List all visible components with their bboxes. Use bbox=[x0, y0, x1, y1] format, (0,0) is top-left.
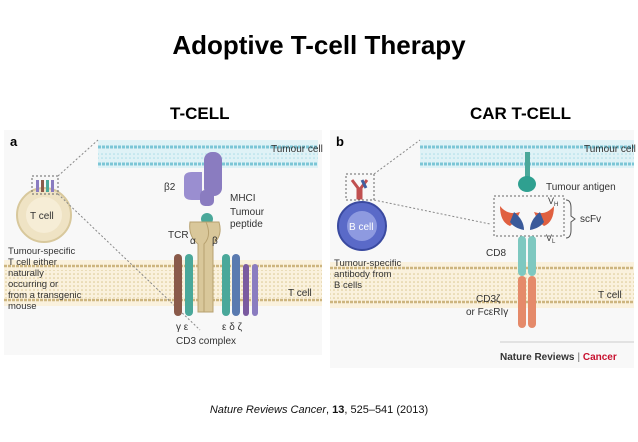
citation-volume: 13 bbox=[332, 404, 345, 416]
cd3z-label: CD3ζ bbox=[476, 294, 501, 305]
tcr-icon bbox=[189, 221, 221, 313]
vl-label: VL bbox=[546, 233, 556, 245]
desc-b-line-1: Tumour-specific bbox=[334, 258, 401, 269]
desc-a-line-1: Tumour-specific bbox=[8, 246, 75, 257]
panel-a-letter: a bbox=[10, 134, 18, 149]
panel-a: a Tumour cell T cell T cell bbox=[4, 130, 323, 355]
tcell-circle-a bbox=[16, 187, 72, 243]
scfv-label: scFv bbox=[580, 214, 601, 225]
beta-label: β bbox=[212, 236, 218, 247]
gamma-epsilon-label: γ ε bbox=[176, 322, 189, 333]
fceri-label: or FcεRIγ bbox=[466, 307, 508, 318]
desc-a-line-2: T cell either bbox=[8, 257, 57, 268]
panel-b-description: Tumour-specific antibody from B cells bbox=[334, 258, 401, 291]
alpha-label: α bbox=[190, 236, 196, 247]
desc-a-line-6: mouse bbox=[8, 301, 37, 312]
tumour-cell-label-a: Tumour cell bbox=[271, 144, 323, 155]
citation: Nature Reviews Cancer, 13, 525–541 (2013… bbox=[0, 404, 638, 416]
scfv-brace bbox=[565, 199, 576, 239]
zoom-line-b1 bbox=[373, 139, 421, 175]
tumour-peptide-label-1: Tumour bbox=[230, 207, 265, 218]
antibody-icon bbox=[345, 173, 375, 201]
bcell-label: B cell bbox=[349, 222, 373, 233]
tcell-membrane-label-a: T cell bbox=[288, 288, 312, 299]
mhci-icon bbox=[184, 152, 222, 206]
zoom-line-a1 bbox=[57, 139, 99, 177]
heading-car-t-cell: CAR T-CELL bbox=[470, 104, 572, 123]
bcell-circle bbox=[337, 201, 387, 251]
tcell-circle-label: T cell bbox=[30, 211, 54, 222]
cd3-zeta-chain bbox=[518, 276, 536, 328]
tcell-membrane-b bbox=[330, 262, 634, 308]
tumour-antigen-icon bbox=[518, 152, 536, 192]
epsilon-delta-zeta-label: ε δ ζ bbox=[222, 322, 243, 333]
tumour-antigen-label: Tumour antigen bbox=[546, 182, 616, 193]
mhci-label: MHCI bbox=[230, 193, 256, 204]
small-receptor-icon-a bbox=[31, 175, 59, 195]
panel-b: b Tumour cell T cell B cell bbox=[330, 130, 636, 368]
nature-credit: Nature Reviews | Cancer bbox=[500, 352, 617, 363]
heading-t-cell: T-CELL bbox=[170, 104, 230, 123]
citation-journal: Nature Reviews Cancer bbox=[209, 404, 326, 416]
tcell-membrane-a bbox=[4, 260, 322, 306]
desc-a-line-5: from a transgenic bbox=[8, 290, 82, 301]
desc-b-line-2: antibody from bbox=[334, 269, 392, 280]
vh-label: VH bbox=[548, 196, 558, 208]
tcr-label: TCR bbox=[168, 230, 189, 241]
slide-title: Adoptive T-cell Therapy bbox=[172, 30, 466, 60]
panel-b-letter: b bbox=[336, 134, 344, 149]
cd3-complex-label: CD3 complex bbox=[176, 336, 236, 347]
cd8-label: CD8 bbox=[486, 248, 506, 259]
citation-comma: , bbox=[325, 404, 333, 416]
panel-a-description: Tumour-specific T cell either naturally … bbox=[8, 246, 82, 312]
desc-b-line-3: B cells bbox=[334, 280, 362, 291]
tumour-peptide-label-2: peptide bbox=[230, 219, 263, 230]
beta2-label: β2 bbox=[164, 182, 176, 193]
citation-pages: , 525–541 (2013) bbox=[344, 404, 429, 416]
cd3-chains bbox=[174, 254, 258, 316]
scfv-icon bbox=[493, 195, 565, 237]
desc-a-line-3: naturally bbox=[8, 268, 44, 279]
cd8-hinge bbox=[518, 236, 536, 276]
zoom-line-a2 bbox=[57, 193, 201, 331]
tumour-cell-label-b: Tumour cell bbox=[584, 144, 636, 155]
tcell-membrane-label-b: T cell bbox=[598, 290, 622, 301]
desc-a-line-4: occurring or bbox=[8, 279, 58, 290]
panel-b-bg bbox=[330, 130, 634, 368]
